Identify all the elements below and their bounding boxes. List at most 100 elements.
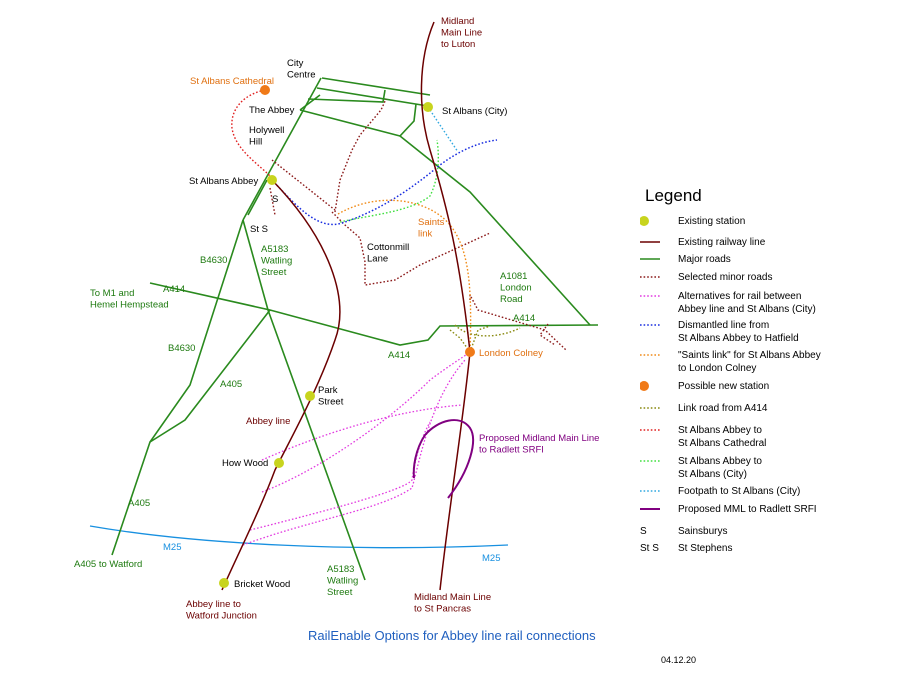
- label-a405-lower: A405: [128, 498, 150, 509]
- label-st-albans-cathedral: St Albans Cathedral: [190, 76, 274, 87]
- saints-link-icon: [640, 354, 660, 356]
- legend-item-sainsburys: S Sainsburys: [640, 525, 900, 553]
- legend-item-saints-link: "Saints link" for St Albans Abbey to Lon…: [640, 349, 900, 377]
- legend-label: St Albans Abbey to St Albans (City): [678, 456, 762, 480]
- label-st-albans-city: St Albans (City): [442, 106, 507, 117]
- stations: [219, 85, 475, 588]
- station-park-street[interactable]: [305, 391, 315, 401]
- label-the-abbey: The Abbey: [249, 105, 295, 116]
- label-a414-east: A414: [513, 313, 535, 324]
- legend-item-new-station: Possible new station: [640, 380, 900, 408]
- legend-label: Selected minor roads: [678, 272, 773, 283]
- label-b4630-top: B4630: [200, 255, 227, 266]
- label-how-wood: How Wood: [222, 458, 268, 469]
- label-abbey-line: Abbey line: [246, 416, 290, 427]
- link-road-icon: [640, 407, 660, 409]
- legend-label: Possible new station: [678, 381, 770, 392]
- major-roads: [111, 77, 599, 581]
- station-st-albans-abbey[interactable]: [267, 175, 277, 185]
- legend-item-railway-line: Existing railway line: [640, 236, 900, 264]
- railway-lines: [221, 21, 471, 591]
- cathedral-route: [231, 89, 273, 179]
- legend-item-alt-rail: Alternatives for rail between Abbey line…: [640, 290, 900, 318]
- dismantled-line-icon: [640, 324, 660, 326]
- station-st-albans-city[interactable]: [423, 102, 433, 112]
- legend-abbr: St S: [640, 543, 659, 554]
- cathedral-route-icon: [640, 429, 660, 431]
- label-a414-mid: A414: [388, 350, 410, 361]
- legend-item-cathedral-route: St Albans Abbey to St Albans Cathedral: [640, 424, 900, 452]
- link-road: [449, 324, 521, 353]
- major-road-icon: [640, 258, 660, 260]
- saints-link: [337, 199, 472, 353]
- legend-item-minor-roads: Selected minor roads: [640, 271, 900, 299]
- legend-label: Proposed MML to Radlett SRFI: [678, 504, 817, 515]
- legend-label: Existing station: [678, 216, 746, 227]
- legend-label: Footpath to St Albans (City): [678, 486, 801, 497]
- legend-label: Existing railway line: [678, 237, 766, 248]
- legend-abbr: S: [640, 526, 647, 537]
- legend-label: St Stephens: [678, 543, 733, 554]
- city-route: [339, 139, 439, 223]
- label-st-stephens-short: St S: [250, 224, 268, 235]
- city-route-icon: [640, 460, 660, 462]
- legend-label: "Saints link" for St Albans Abbey to Lon…: [678, 350, 821, 374]
- legend-label: Link road from A414: [678, 403, 768, 414]
- label-sainsburys-short: S: [272, 194, 278, 205]
- label-bricket-wood: Bricket Wood: [234, 579, 290, 590]
- legend-title: Legend: [645, 186, 702, 205]
- legend-item-footpath: Footpath to St Albans (City): [640, 485, 900, 513]
- legend-item-link-road: Link road from A414: [640, 402, 900, 430]
- legend-item-srfi: Proposed MML to Radlett SRFI: [640, 503, 900, 531]
- label-a414-west: A414: [163, 284, 185, 295]
- station-how-wood[interactable]: [274, 458, 284, 468]
- legend-label: Alternatives for rail between Abbey line…: [678, 291, 816, 315]
- legend-item-st-stephens: St S St Stephens: [640, 542, 900, 570]
- label-b4630-bottom: B4630: [168, 343, 195, 354]
- legend-label: St Albans Abbey to St Albans Cathedral: [678, 425, 767, 449]
- srfi-line-icon: [640, 508, 660, 510]
- station-bricket-wood[interactable]: [219, 578, 229, 588]
- legend-item-existing-station: Existing station: [640, 215, 900, 243]
- new-station-icon: [640, 381, 649, 391]
- label-london-colney: London Colney: [479, 348, 543, 359]
- dismantled-line: [271, 139, 498, 226]
- minor-roads: [269, 98, 567, 351]
- map-caption: RailEnable Options for Abbey line rail c…: [308, 628, 596, 643]
- label-st-albans-abbey: St Albans Abbey: [189, 176, 258, 187]
- alt-rail-icon: [640, 295, 660, 297]
- date-stamp: 04.12.20: [661, 655, 697, 665]
- legend-label: Dismantled line from St Albans Abbey to …: [678, 320, 799, 344]
- legend-item-dismantled: Dismantled line from St Albans Abbey to …: [640, 319, 900, 347]
- station-st-albans-cathedral[interactable]: [260, 85, 270, 95]
- alt-rail-routes: [242, 351, 471, 546]
- label-m25-east: M25: [482, 553, 500, 564]
- railway-line-icon: [640, 241, 660, 243]
- legend-label: Major roads: [678, 254, 731, 265]
- station-london-colney[interactable]: [465, 347, 475, 357]
- footpath-icon: [640, 490, 660, 492]
- m25-motorway: [89, 525, 509, 549]
- proposed-srfi-line: [412, 419, 474, 499]
- legend-label: Sainsburys: [678, 526, 728, 537]
- label-a405-to-watford: A405 to Watford: [74, 559, 142, 570]
- legend-item-city-route: St Albans Abbey to St Albans (City): [640, 455, 900, 483]
- legend-item-major-roads: Major roads: [640, 253, 900, 281]
- existing-station-icon: [640, 216, 649, 226]
- label-m25-west: M25: [163, 542, 181, 553]
